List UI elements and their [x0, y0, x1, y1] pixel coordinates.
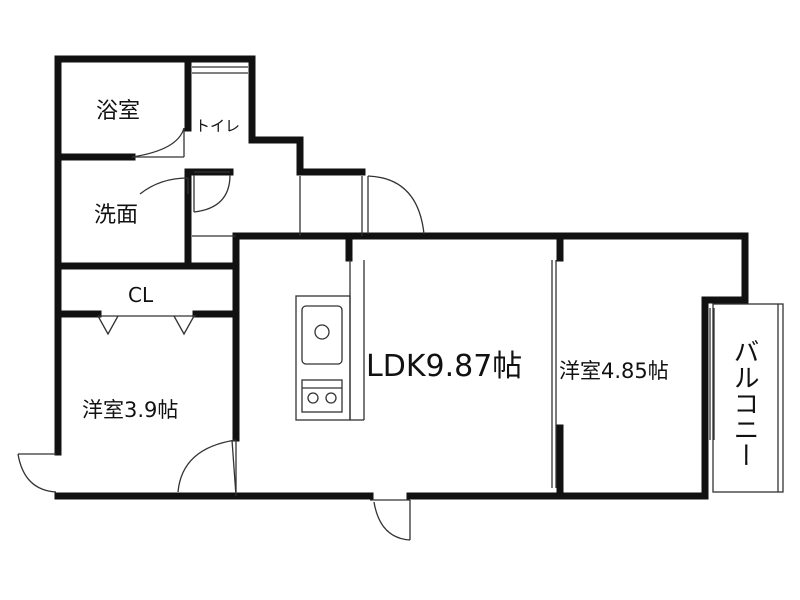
room-label-toilet: トイレ: [195, 117, 240, 135]
room-label-western-room-1: 洋室3.9帖: [82, 398, 178, 422]
room-label-washroom: 洗面: [94, 203, 138, 228]
room-label-closet: CL: [128, 283, 154, 307]
thin-lines: [17, 66, 784, 541]
room-label-balcony: バルコニー: [729, 338, 759, 468]
walls: [54, 55, 749, 500]
room-labels: 浴室 トイレ 洗面 CL 洋室3.9帖 LDK9.87帖 洋室4.85帖 バルコ…: [82, 99, 759, 468]
room-label-ldk: LDK9.87帖: [366, 349, 522, 384]
room-label-western-room-2: 洋室4.85帖: [559, 359, 669, 383]
room-label-bath: 浴室: [96, 99, 140, 124]
